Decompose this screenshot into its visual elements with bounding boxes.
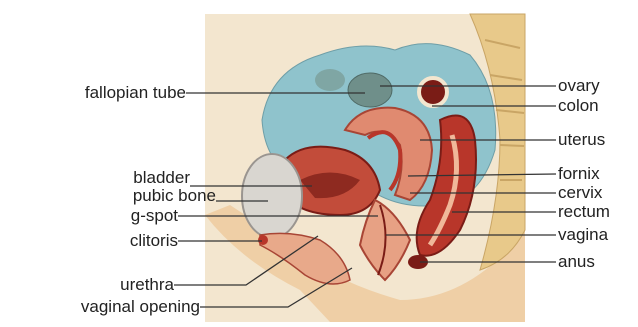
label-pubic-bone: pubic bone [133, 187, 216, 204]
label-ovary: ovary [558, 77, 600, 94]
label-colon: colon [558, 97, 599, 114]
label-anus: anus [558, 253, 595, 270]
label-bladder: bladder [133, 169, 190, 186]
colon-cross-section [419, 78, 447, 106]
ovary-left [348, 73, 392, 107]
label-fallopian-tube: fallopian tube [85, 84, 186, 101]
label-fornix: fornix [558, 165, 600, 182]
label-clitoris: clitoris [130, 232, 178, 249]
label-vaginal-opening: vaginal opening [81, 298, 200, 315]
label-rectum: rectum [558, 203, 610, 220]
label-vagina: vagina [558, 226, 608, 243]
pubic-bone-shape [242, 154, 302, 238]
label-g-spot: g-spot [131, 207, 178, 224]
label-uterus: uterus [558, 131, 605, 148]
label-cervix: cervix [558, 184, 602, 201]
label-urethra: urethra [120, 276, 174, 293]
